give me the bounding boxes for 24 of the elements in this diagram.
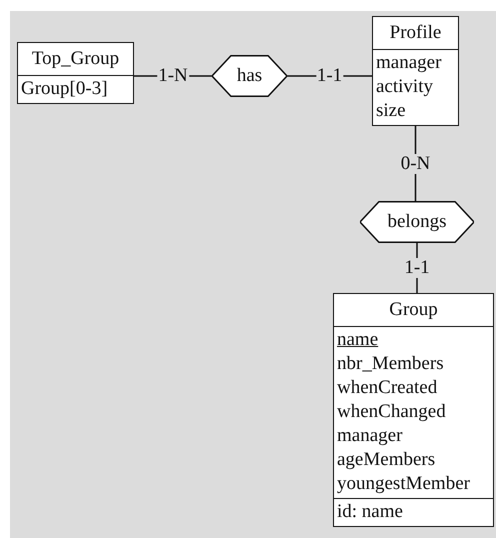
cardinality-label: 1-1 [403,258,431,278]
attribute-text: manager [376,51,442,75]
entity-box [17,42,134,104]
relationship-name: belongs [387,211,447,233]
attribute-text: Group[0-3] [21,77,108,101]
entity-name: Top_Group [32,47,120,71]
attribute-text: youngestMember [337,472,470,496]
relationship-hexagon [360,201,474,243]
identifier-text: id: name [337,500,403,524]
attribute-text: nbr_Members [337,352,444,376]
entity-box [372,16,459,126]
attribute-text: size [376,99,406,123]
entity-box [333,293,494,527]
attribute-text: activity [376,75,433,99]
attribute-text: ageMembers [337,448,436,472]
attribute-text: whenCreated [337,376,438,400]
relationship-hexagon [212,55,287,97]
cardinality-label: 0-N [400,154,432,174]
attribute-text: name [337,328,378,352]
relationship-name: has [236,65,262,87]
entity-name: Profile [390,21,442,45]
attribute-text: whenChanged [337,400,446,424]
entity-name: Group [389,298,438,322]
attribute-text: manager [337,424,402,448]
